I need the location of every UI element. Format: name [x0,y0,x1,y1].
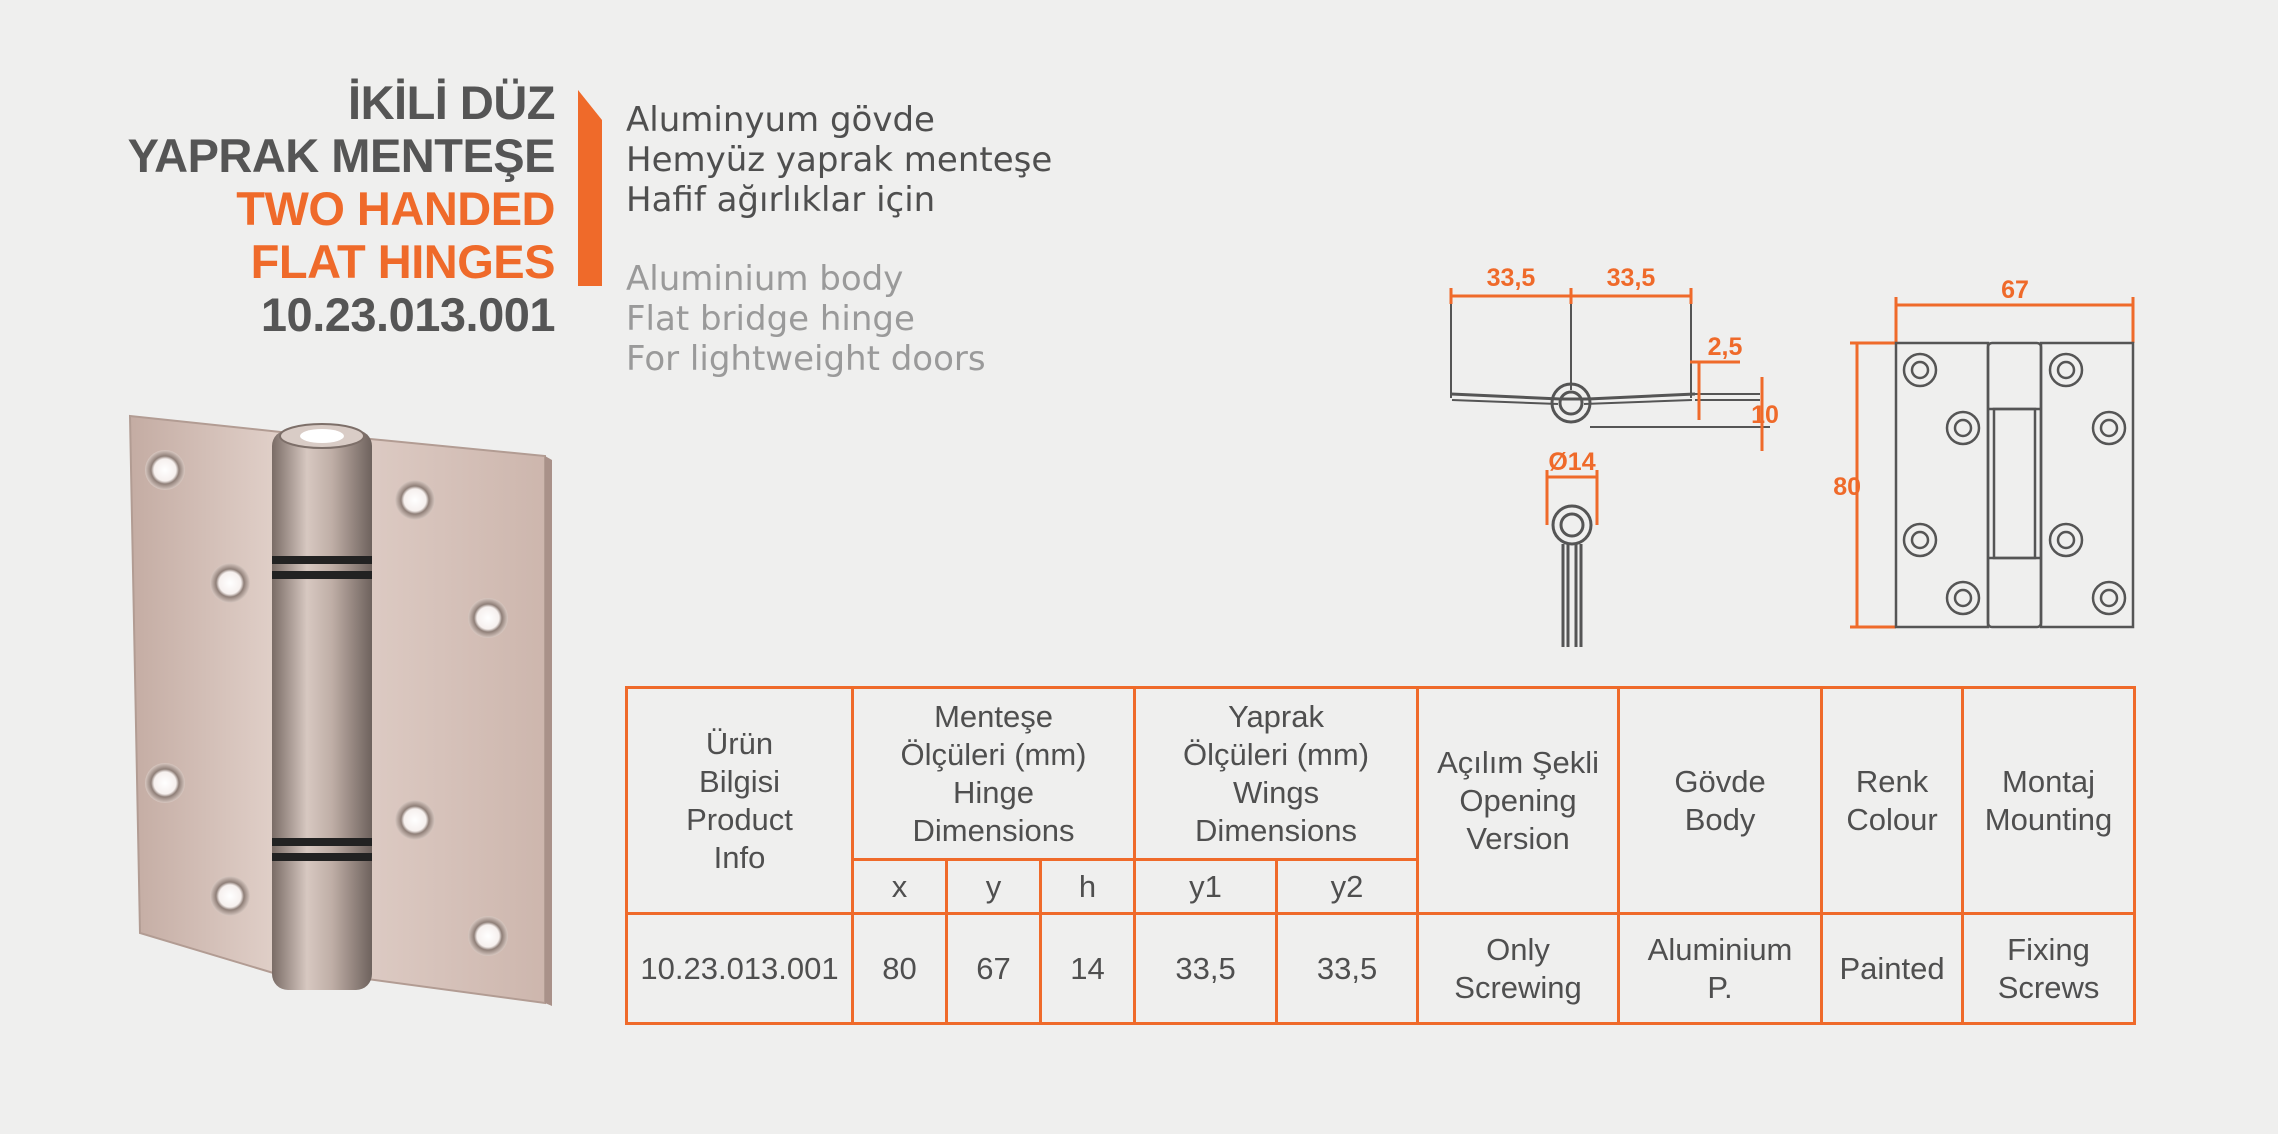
title-en-line2: FLAT HINGES [250,235,556,288]
cell-opening: Only Screwing [1416,912,1621,1025]
cell-body: Aluminium P. [1617,912,1824,1025]
header-body: Gövde Body [1617,686,1824,915]
cell-h: 14 [1038,912,1137,1025]
cell-code: 10.23.013.001 [625,912,854,1025]
cell-colour: Painted [1820,912,1965,1025]
spec-table: Ürün Bilgisi Product Info Menteşe Ölçüle… [625,686,2137,1025]
header-wings-dimensions: Yaprak Ölçüleri (mm) Wings Dimensions [1133,686,1420,861]
hinge-product-image [128,414,552,1006]
title-en-line1: TWO HANDED [236,182,555,235]
feature-tr-1: Aluminyum gövde [626,100,935,140]
subheader-x: x [851,858,948,915]
subheader-y2: y2 [1275,858,1420,915]
feature-tr-3: Hafif ağırlıklar için [626,180,936,220]
product-code: 10.23.013.001 [260,288,556,341]
accent-bar [578,90,602,286]
title-tr-line1: İKİLİ DÜZ [348,76,555,129]
header-mounting: Montaj Mounting [1961,686,2137,915]
title-tr-line2: YAPRAK MENTEŞE [127,129,556,182]
cell-mounting: Fixing Screws [1961,912,2137,1025]
feature-tr-2: Hemyüz yaprak menteşe [626,140,1053,180]
feature-en-1: Aluminium body [626,259,904,299]
dim-top-left-label: 33,5 [1487,264,1536,292]
dim-diameter-label: Ø14 [1548,448,1595,476]
header-product-info: Ürün Bilgisi Product Info [625,686,854,915]
cell-x: 80 [851,912,948,1025]
subheader-y: y [945,858,1042,915]
cell-y1: 33,5 [1133,912,1279,1025]
product-title-block: İKİLİ DÜZ YAPRAK MENTEŞE TWO HANDED FLAT… [127,76,556,341]
front-view-drawing: 67 80 [1833,276,2135,629]
dim-height-label: 10 [1751,401,1779,429]
dim-thickness-label: 2,5 [1708,333,1743,361]
features-en: Aluminium body Flat bridge hinge For lig… [626,259,986,379]
cell-y: 67 [945,912,1042,1025]
feature-en-2: Flat bridge hinge [626,299,915,339]
subheader-y1: y1 [1133,858,1279,915]
features-tr: Aluminyum gövde Hemyüz yaprak menteşe Ha… [626,100,1052,220]
header-opening-version: Açılım Şekli Opening Version [1416,686,1621,915]
subheader-h: h [1038,858,1137,915]
header-hinge-dimensions: Menteşe Ölçüleri (mm) Hinge Dimensions [850,686,1137,861]
side-view-drawing: Ø14 [1545,448,1599,647]
feature-en-3: For lightweight doors [626,339,986,379]
dim-front-height-label: 80 [1833,473,1861,501]
dim-width-label: 67 [2001,276,2029,304]
dim-top-right-label: 33,5 [1607,264,1656,292]
table-row: 10.23.013.001 80 67 14 33,5 33,5 Only Sc… [625,912,2137,1025]
cell-y2: 33,5 [1275,912,1420,1025]
header-colour: Renk Colour [1820,686,1965,915]
top-view-drawing: 33,5 33,5 2,5 10 [1449,264,1779,451]
